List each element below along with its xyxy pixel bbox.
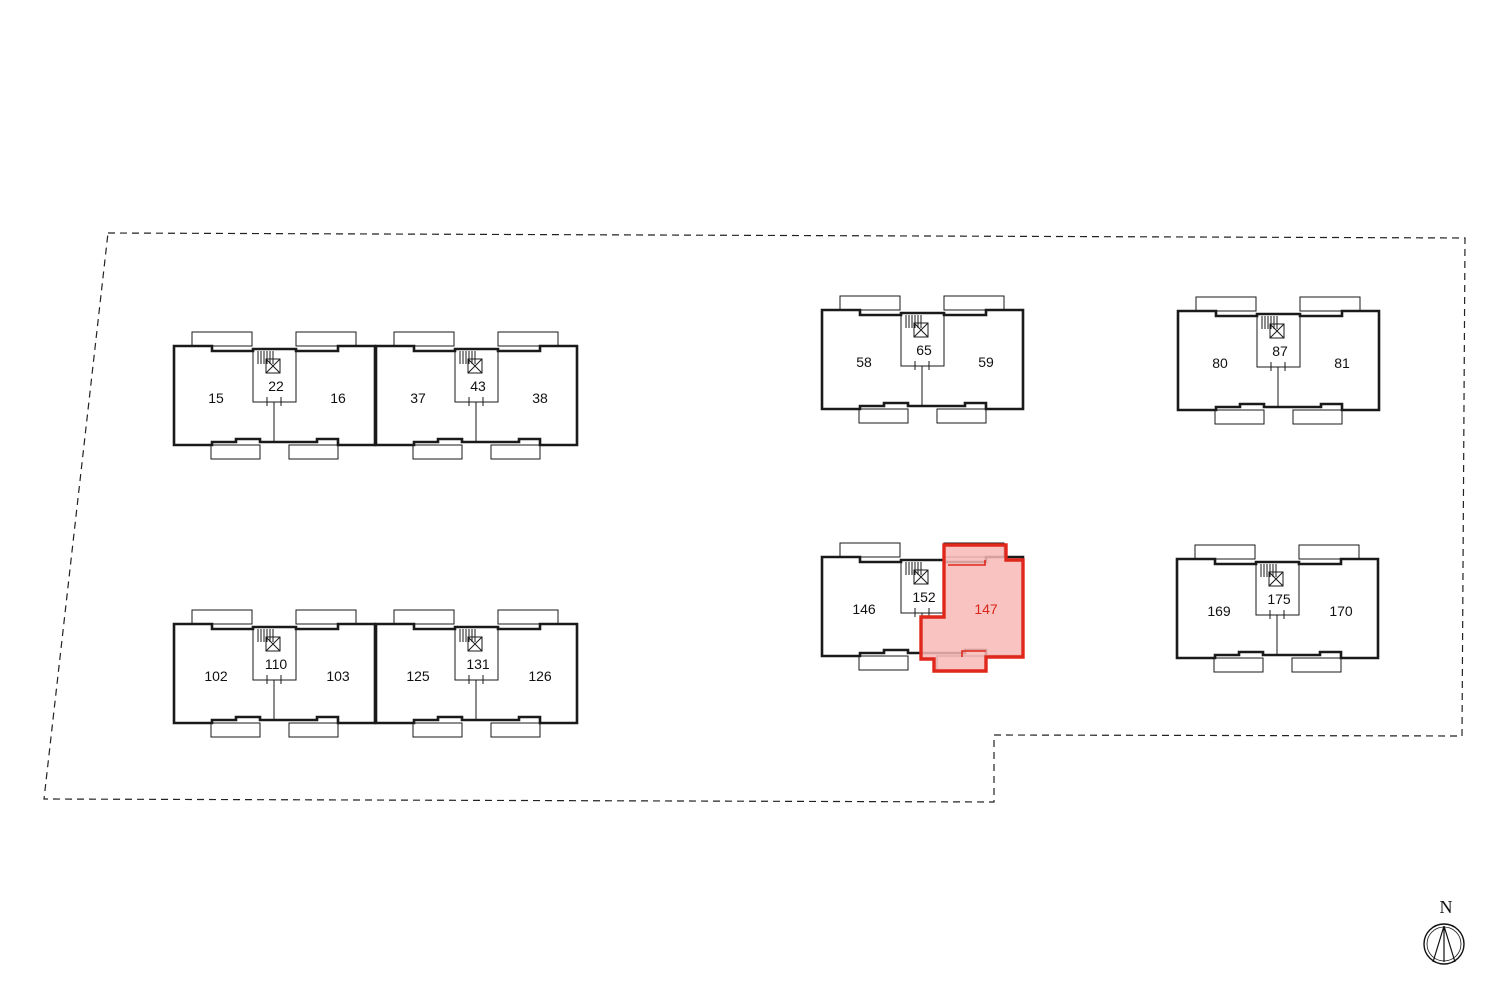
building-110: 102 110 103 (172, 609, 377, 738)
balcony-top-right (943, 295, 1005, 311)
stair-core (454, 349, 499, 403)
unit-label: 15 (208, 390, 224, 406)
balcony-bottom-right (1292, 409, 1343, 425)
building-22: 15 22 16 (172, 331, 377, 460)
stair-core (252, 627, 297, 681)
elevator-icon (265, 636, 281, 652)
unit-label: 16 (330, 390, 346, 406)
elevator-icon (265, 358, 281, 374)
balcony-bottom-left (210, 444, 261, 460)
balcony-bottom-right (1291, 657, 1342, 673)
unit-label: 81 (1334, 355, 1350, 371)
north-arrow-icon: N (1423, 897, 1465, 965)
unit-label: 37 (410, 390, 426, 406)
balcony-top-left (393, 609, 455, 625)
balcony-top-right (1298, 544, 1360, 560)
stair-core (1255, 562, 1300, 616)
balcony-top-left (1194, 544, 1256, 560)
unit-label: 80 (1212, 355, 1228, 371)
stair-core (1256, 314, 1301, 368)
stair-label: 110 (265, 656, 288, 672)
unit-label: 126 (528, 668, 552, 684)
balcony-top-right (497, 609, 559, 625)
balcony-bottom-left (1214, 409, 1265, 425)
stair-label: 175 (1267, 591, 1291, 607)
balcony-bottom-left (412, 722, 463, 738)
unit-label: 38 (532, 390, 548, 406)
balcony-top-right (1299, 296, 1361, 312)
stair-label: 152 (912, 589, 936, 605)
unit-label: 103 (326, 668, 350, 684)
stair-core (900, 313, 945, 367)
building-152: 146 152 147 (820, 542, 1025, 673)
elevator-icon (1268, 571, 1284, 587)
stair-label: 43 (470, 378, 486, 394)
unit-label: 59 (978, 354, 994, 370)
balcony-top-left (1195, 296, 1257, 312)
balcony-bottom-left (412, 444, 463, 460)
building-175: 169 175 170 (1175, 544, 1380, 673)
balcony-bottom-right (288, 444, 339, 460)
balcony-top-right (295, 331, 357, 347)
stair-label: 22 (268, 378, 284, 394)
balcony-top-left (839, 295, 901, 311)
balcony-bottom-right (490, 444, 541, 460)
building-87: 80 87 81 (1176, 296, 1381, 425)
balcony-bottom-right (288, 722, 339, 738)
unit-label: 169 (1207, 603, 1231, 619)
stair-core (454, 627, 499, 681)
building-43: 37 43 38 (374, 331, 579, 460)
balcony-top-left (393, 331, 455, 347)
elevator-icon (913, 322, 929, 338)
unit-label: 125 (406, 668, 430, 684)
stair-label: 131 (466, 656, 490, 672)
north-label: N (1440, 897, 1453, 917)
stair-label: 65 (916, 342, 932, 358)
stair-label: 87 (1272, 343, 1288, 359)
balcony-bottom-left (858, 408, 909, 424)
balcony-top-right (295, 609, 357, 625)
balcony-bottom-right (490, 722, 541, 738)
building-65: 58 65 59 (820, 295, 1025, 424)
balcony-bottom-left (858, 655, 909, 671)
highlighted-unit-147[interactable] (919, 543, 1025, 673)
unit-label: 170 (1329, 603, 1353, 619)
property-boundary (43, 232, 1466, 803)
balcony-top-left (839, 542, 901, 558)
balcony-bottom-right (936, 408, 987, 424)
elevator-icon (913, 569, 929, 585)
balcony-bottom-left (1213, 657, 1264, 673)
balcony-top-right (497, 331, 559, 347)
elevator-icon (1269, 323, 1285, 339)
balcony-top-left (191, 609, 253, 625)
balcony-top-left (191, 331, 253, 347)
unit-label: 102 (204, 668, 228, 684)
elevator-icon (467, 636, 483, 652)
stair-core (900, 560, 945, 614)
unit-label: 58 (856, 354, 872, 370)
highlighted-unit-label: 147 (974, 601, 998, 617)
building-131: 125 131 126 (374, 609, 579, 738)
elevator-icon (467, 358, 483, 374)
stair-core (252, 349, 297, 403)
unit-label: 146 (852, 601, 876, 617)
balcony-bottom-left (210, 722, 261, 738)
